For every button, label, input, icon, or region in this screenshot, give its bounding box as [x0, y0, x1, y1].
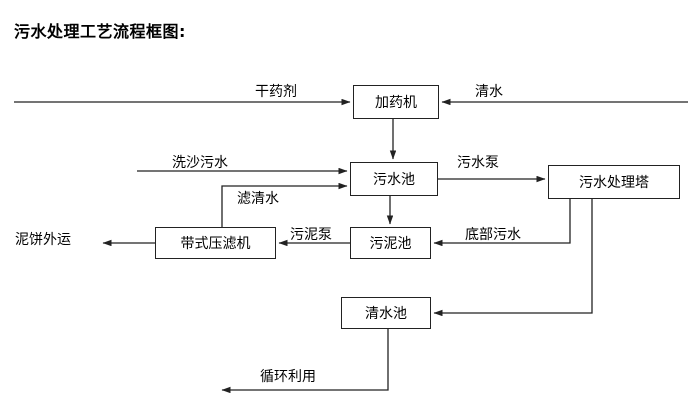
terminal-mud-cake-out: 泥饼外运	[15, 232, 71, 248]
edge-tower-to-clear-water-pool	[433, 199, 593, 317]
edge-label-sludge-pump: 污泥泵	[290, 227, 332, 243]
node-label: 污水处理塔	[579, 175, 649, 191]
node-label: 污水池	[373, 172, 415, 188]
terminal-sand-wash-sewage: 洗沙污水	[172, 155, 228, 171]
edge-label-bottom-sewage: 底部污水	[465, 227, 521, 243]
page-title: 污水处理工艺流程框图:	[14, 22, 186, 41]
terminal-clean-water: 清水	[475, 84, 503, 100]
node-belt-filter-press[interactable]: 带式压滤机	[155, 227, 276, 259]
node-sewage-pool[interactable]: 污水池	[350, 162, 438, 196]
node-dosing-machine[interactable]: 加药机	[353, 85, 439, 119]
node-label: 污泥池	[369, 236, 412, 252]
node-treatment-tower[interactable]: 污水处理塔	[548, 165, 680, 199]
edge-tower-bottom-to-sludge-pool	[433, 199, 571, 247]
node-label: 清水池	[365, 306, 407, 322]
node-label: 加药机	[375, 95, 417, 111]
node-sludge-pool[interactable]: 污泥池	[350, 227, 431, 259]
edge-label-recycle-reuse: 循环利用	[260, 369, 316, 385]
edge-label-sewage-pump: 污水泵	[457, 155, 499, 171]
edge-filtrate-to-sewage-pool	[221, 182, 348, 227]
terminal-dry-chemical: 干药剂	[255, 84, 297, 100]
edge-clear-water-recycle	[221, 329, 389, 394]
edge-label-filtrate: 滤清水	[237, 191, 279, 207]
node-label: 带式压滤机	[180, 236, 251, 252]
node-clear-water-pool[interactable]: 清水池	[341, 297, 431, 329]
